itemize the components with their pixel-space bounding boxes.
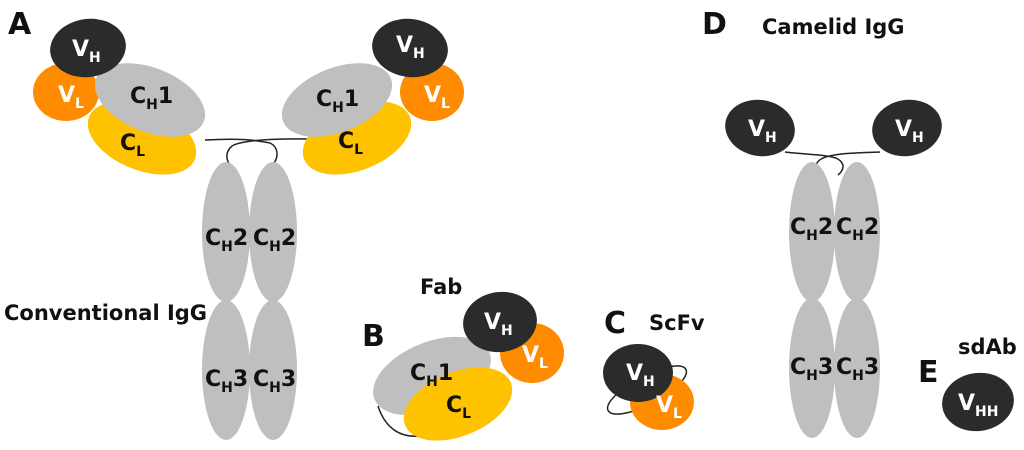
vh-domain — [463, 291, 537, 353]
hinge-linker — [204, 138, 278, 166]
vh-label: VH — [72, 37, 101, 66]
ch3-label: CH3 — [253, 367, 296, 396]
hinge-linker — [784, 151, 844, 176]
ch3-label: CH3 — [790, 355, 833, 384]
vh-domain — [603, 344, 673, 402]
vh-domain — [372, 18, 448, 78]
conventional-igg: VH VL CH1 CL VH VL CH1 CL CH2 CH2 CH3 CH… — [33, 18, 464, 440]
ch2-label: CH2 — [205, 226, 248, 255]
ch2-label: CH2 — [253, 226, 296, 255]
camelid-igg: VH VH CH2 CH2 CH3 CH3 — [725, 99, 942, 438]
ch3-domain — [202, 300, 250, 440]
ch2-domain — [249, 162, 297, 302]
ch3-domain — [249, 300, 297, 440]
cl-label: CL — [446, 393, 471, 422]
panel-letter-c: C — [604, 306, 626, 341]
vh-label: VH — [626, 361, 655, 390]
ch1-domain — [94, 63, 206, 137]
vh-domain — [872, 99, 942, 157]
sdab-fragment: VHH — [942, 372, 1014, 432]
panel-letter-a: A — [8, 7, 32, 42]
panel-letter-d: D — [702, 7, 727, 42]
vhh-label: VHH — [958, 391, 998, 420]
ch3-label: CH3 — [836, 355, 879, 384]
vl-label: VL — [58, 83, 84, 112]
cl-label: CL — [120, 131, 145, 160]
vh-label: VH — [895, 117, 924, 146]
ch3-domain — [834, 298, 880, 438]
caption-fab: Fab — [420, 275, 462, 299]
vl-label: VL — [522, 343, 548, 372]
ch2-domain — [789, 162, 835, 302]
fab-fragment: CH1 CL VH VL — [373, 291, 564, 441]
ch1-domain — [281, 63, 393, 137]
ch2-label: CH2 — [836, 215, 879, 244]
ch1-label: CH1 — [410, 361, 453, 390]
vl-label: VL — [424, 83, 450, 112]
vh-domain — [725, 99, 795, 157]
vh-domain — [50, 18, 126, 78]
ch3-domain — [789, 298, 835, 438]
ch2-domain — [834, 162, 880, 302]
ch2-domain — [202, 162, 250, 302]
fab-linker — [377, 405, 421, 437]
ch1-label: CH1 — [316, 87, 359, 116]
panel-letter-e: E — [918, 355, 939, 390]
vl-domain — [33, 63, 99, 121]
caption-conventional-igg: Conventional IgG — [4, 301, 207, 325]
cl-label: CL — [338, 129, 363, 158]
vhh-domain — [942, 372, 1014, 432]
vh-label: VH — [396, 33, 425, 62]
ch1-label: CH1 — [130, 84, 173, 113]
cl-domain — [403, 367, 513, 441]
scfv-fragment: VH VL — [603, 344, 694, 430]
vh-label: VH — [484, 310, 513, 339]
vh-label: VH — [748, 117, 777, 146]
caption-sdab: sdAb — [958, 335, 1017, 359]
caption-scfv: ScFv — [649, 311, 705, 335]
vl-domain — [400, 63, 464, 121]
vl-label: VL — [656, 393, 682, 422]
ch2-label: CH2 — [790, 215, 833, 244]
ch3-label: CH3 — [205, 367, 248, 396]
panel-letter-b: B — [362, 319, 385, 354]
caption-camelid-igg: Camelid IgG — [762, 15, 905, 39]
